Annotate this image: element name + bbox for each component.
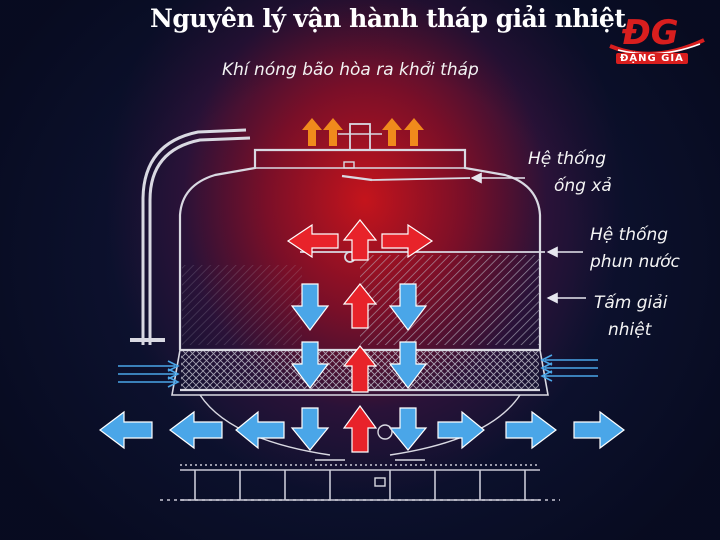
air-intake-arrows [118,354,598,388]
fill-media-left [182,265,302,345]
label-outlet-system: Hệ thống ống xả [528,146,612,200]
label-fill-line2: nhiệt [608,320,652,340]
logo-brand-name: ĐẶNG GIA [616,53,688,64]
label-spray-line1: Hệ thống [590,225,669,245]
water-arrow-3 [290,341,330,389]
water-arrow-1 [290,283,330,331]
hot-arrow-up-2 [342,283,378,329]
label-fill-line1: Tấm giải [594,293,668,313]
outflow-arrow-l2 [169,410,223,450]
diagram-title: Nguyên lý vận hành tháp giải nhiệt [150,4,626,33]
brand-logo: ĐG ĐẶNG GIA [604,10,710,74]
outflow-arrow-r3 [573,410,625,450]
hot-arrow-up-top [342,219,378,261]
outflow-arrow-l1 [99,410,153,450]
hot-arrow-left [286,223,339,259]
logo-letters: ĐG [621,13,679,53]
water-arrow-5 [290,407,330,451]
water-arrow-6 [388,407,428,451]
label-leader-lines [470,172,586,304]
logo-mark-icon: ĐG [609,13,705,56]
label-spray-system: Hệ thống phun nước [590,222,680,276]
tower-base [160,464,560,501]
exhaust-caption: Khí nóng bão hòa ra khởi tháp [222,60,479,80]
water-riser-pipe [130,128,251,345]
label-outlet-line2: ống xả [554,176,612,196]
exhaust-arrow-4 [404,118,424,146]
exhaust-arrow-3 [382,118,402,146]
exhaust-arrows [302,118,424,146]
exhaust-arrow-1 [302,118,322,146]
water-arrow-2 [388,283,428,331]
hot-arrow-up-4 [342,404,378,453]
outflow-arrow-l3 [235,410,285,450]
label-fill-media: Tấm giải nhiệt [594,290,667,344]
water-arrow-4 [388,341,428,389]
hot-arrow-right [381,223,434,259]
label-spray-line2: phun nước [590,252,680,272]
outflow-arrow-r2 [505,410,557,450]
outflow-arrows [99,410,625,450]
label-outlet-line1: Hệ thống [528,149,607,169]
cold-water-arrows [290,283,428,451]
exhaust-arrow-2 [323,118,343,146]
hot-arrow-up-3 [342,345,378,393]
hot-air-arrows [286,219,434,453]
outflow-arrow-r1 [437,410,485,450]
fill-media [360,255,540,345]
basin-fittings [315,424,425,487]
